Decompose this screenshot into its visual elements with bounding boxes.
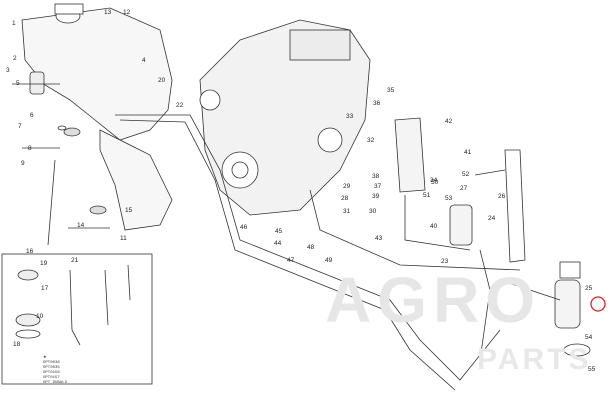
callout-15[interactable]: 15 <box>125 207 133 214</box>
callout-31[interactable]: 31 <box>343 208 351 215</box>
callout-28[interactable]: 28 <box>341 195 349 202</box>
callout-54[interactable]: 54 <box>585 334 593 341</box>
fuel-filter-cartridge[interactable] <box>554 279 581 329</box>
callout-2[interactable]: 2 <box>13 55 17 62</box>
callout-27[interactable]: 27 <box>460 185 468 192</box>
callout-18[interactable]: 18 <box>13 341 21 348</box>
fuel-tank[interactable] <box>21 7 173 141</box>
callout-9[interactable]: 9 <box>21 160 25 167</box>
alternator <box>199 89 221 111</box>
callout-39[interactable]: 39 <box>372 193 380 200</box>
bracket-tube <box>504 149 526 263</box>
engine-oil-filter <box>317 127 343 153</box>
callout-1[interactable]: 1 <box>12 20 16 27</box>
legend-row: OPT0156 <box>43 371 60 375</box>
nut-1 <box>57 125 67 131</box>
bracket-right <box>474 169 506 176</box>
callout-12[interactable]: 12 <box>123 9 131 16</box>
highlight-circle[interactable] <box>590 296 606 312</box>
callout-7[interactable]: 7 <box>18 123 22 130</box>
mounting-rubber-top[interactable] <box>29 71 45 95</box>
callout-22[interactable]: 22 <box>176 102 184 109</box>
level-sender-tube[interactable] <box>69 269 81 346</box>
callout-21[interactable]: 21 <box>71 257 79 264</box>
fuel-line-5 <box>499 279 561 301</box>
filter-bowl <box>563 343 591 357</box>
callout-53[interactable]: 53 <box>445 195 453 202</box>
sender-probe <box>104 269 109 326</box>
fuel-line-3 <box>309 189 521 271</box>
fuel-filter-head <box>559 261 581 279</box>
callout-49[interactable]: 49 <box>325 257 333 264</box>
washer-1 <box>63 127 81 137</box>
callout-43[interactable]: 43 <box>375 235 383 242</box>
callout-11[interactable]: 11 <box>120 235 127 242</box>
callout-30[interactable]: 30 <box>369 208 377 215</box>
valve-cover <box>289 29 351 61</box>
callout-10[interactable]: 10 <box>36 313 44 320</box>
fuel-line-2 <box>119 119 456 391</box>
callout-50[interactable]: 50 <box>431 179 439 186</box>
callout-47[interactable]: 47 <box>287 257 295 264</box>
callout-55[interactable]: 55 <box>588 366 596 373</box>
callout-17[interactable]: 17 <box>41 285 49 292</box>
legend-row: OPT0036 <box>43 361 60 365</box>
return-line <box>404 195 471 251</box>
sender-cap <box>17 269 39 281</box>
sender-probe-2 <box>127 264 131 301</box>
fuel-cooler[interactable] <box>394 117 426 193</box>
callout-46[interactable]: 46 <box>240 224 248 231</box>
callout-51[interactable]: 51 <box>423 192 431 199</box>
option-star-icon: ★ <box>43 356 47 360</box>
callout-6[interactable]: 6 <box>30 112 34 119</box>
callout-14[interactable]: 14 <box>77 222 85 229</box>
legend-row: OPT0157 <box>43 376 60 380</box>
callout-13[interactable]: 13 <box>104 9 112 16</box>
fuel-line-1 <box>115 114 501 381</box>
engine-pulley <box>221 151 259 189</box>
callout-48[interactable]: 48 <box>307 244 315 251</box>
callout-26[interactable]: 26 <box>498 193 506 200</box>
callout-24[interactable]: 24 <box>488 215 496 222</box>
legend-row: OPT DUBAL3 <box>43 381 68 385</box>
callout-25[interactable]: 25 <box>585 285 593 292</box>
fuel-prefilter[interactable] <box>449 204 473 246</box>
callout-16[interactable]: 16 <box>26 248 34 255</box>
callout-36[interactable]: 36 <box>373 100 381 107</box>
callout-44[interactable]: 44 <box>274 240 282 247</box>
fuel-line-4 <box>479 249 491 361</box>
callout-8[interactable]: 8 <box>28 145 32 152</box>
callout-40[interactable]: 40 <box>430 223 438 230</box>
callout-37[interactable]: 37 <box>374 183 382 190</box>
sender-gasket <box>15 329 41 339</box>
callout-45[interactable]: 45 <box>275 228 283 235</box>
callout-35[interactable]: 35 <box>387 87 395 94</box>
option-legend: ★ OPT0036 OPT0035 OPT0156 OPT0157 OPT DU… <box>43 356 83 386</box>
callout-42[interactable]: 42 <box>445 118 453 125</box>
option-box <box>1 253 153 385</box>
washer-2 <box>89 205 107 215</box>
callout-38[interactable]: 38 <box>372 173 380 180</box>
callout-29[interactable]: 29 <box>343 183 351 190</box>
callout-4[interactable]: 4 <box>142 57 146 64</box>
legend-row: OPT0035 <box>43 366 60 370</box>
callout-5[interactable]: 5 <box>16 80 20 87</box>
tank-filler-neck <box>54 3 84 15</box>
fuel-line-6 <box>47 159 56 246</box>
callout-33[interactable]: 33 <box>346 113 354 120</box>
sender-flange <box>15 313 41 327</box>
callout-52[interactable]: 52 <box>462 171 470 178</box>
callout-3[interactable]: 3 <box>6 67 10 74</box>
callout-20[interactable]: 20 <box>158 77 166 84</box>
callout-41[interactable]: 41 <box>464 149 472 156</box>
tank-lower-section <box>99 129 173 231</box>
callout-32[interactable]: 32 <box>367 137 375 144</box>
callout-19[interactable]: 19 <box>40 260 48 267</box>
engine-pulley-hub <box>231 161 249 179</box>
callout-23[interactable]: 23 <box>441 258 449 265</box>
callout-34[interactable]: 34 <box>430 177 438 184</box>
